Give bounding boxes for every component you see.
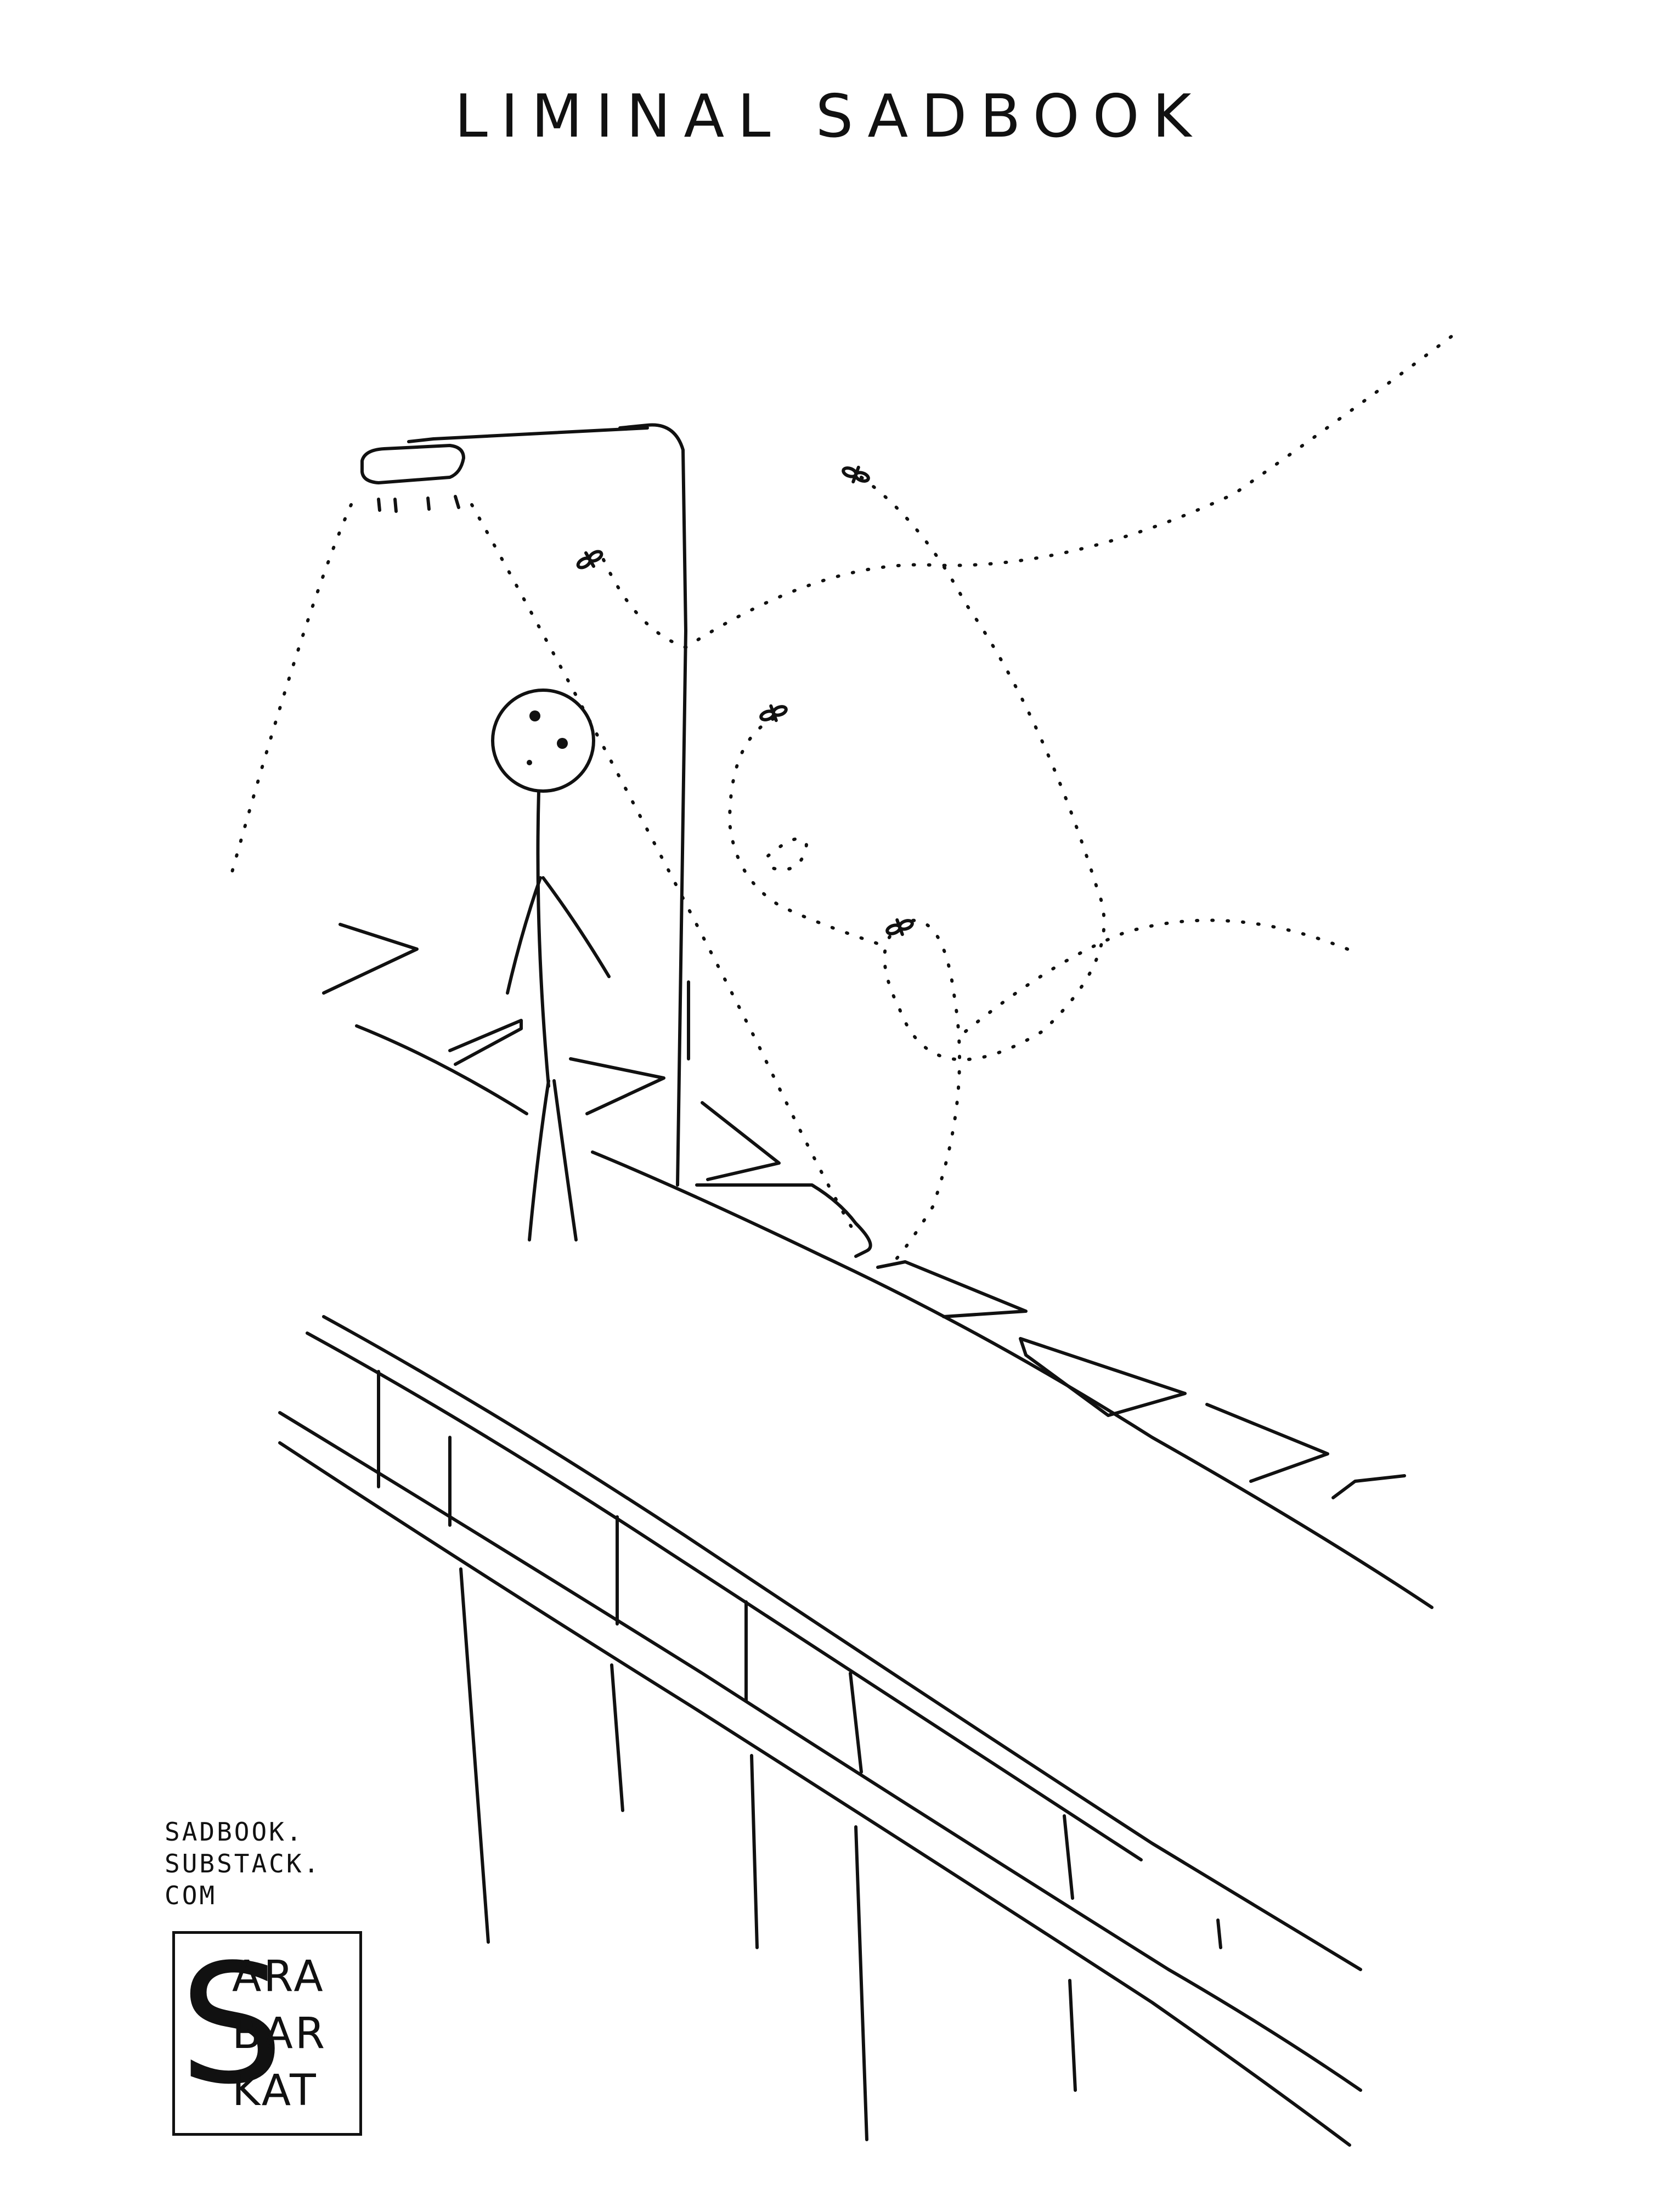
url-line: SADBOOK. xyxy=(165,1817,304,1847)
artist-signature-box: S ARA BAR KAT xyxy=(172,1931,362,2136)
figure-head xyxy=(491,689,595,793)
url-line: COM xyxy=(165,1881,217,1910)
moth-icon xyxy=(759,704,788,723)
moth-icon xyxy=(885,918,914,936)
sidewalk xyxy=(322,923,1434,1609)
signature-line: KAT xyxy=(232,2066,318,2115)
moth-icons xyxy=(576,465,914,936)
figure-leg-left xyxy=(528,1079,550,1242)
figure-leg-right xyxy=(552,1079,578,1242)
stick-figure xyxy=(491,689,611,1242)
signature-line: BAR xyxy=(232,2009,328,2058)
lamp-light-cone xyxy=(229,503,857,1236)
signature-name: ARA BAR KAT xyxy=(232,1948,327,2119)
source-url: SADBOOK. SUBSTACK. COM xyxy=(165,1816,494,1911)
signature-initial: S xyxy=(179,1929,284,2120)
url-line: SUBSTACK. xyxy=(165,1849,321,1878)
lamp-arm xyxy=(407,426,649,443)
figure-arm-left xyxy=(506,876,542,995)
comic-title: LIMINAL SADBOOK xyxy=(454,82,1205,151)
railing xyxy=(278,1315,1362,2147)
lamp-pole xyxy=(618,423,687,1187)
signature-line: ARA xyxy=(232,1952,325,2001)
figure-body xyxy=(536,789,550,1088)
moth-icon xyxy=(576,550,603,569)
street-lamp xyxy=(360,423,690,1187)
moth-icon xyxy=(842,465,870,484)
lamp-head xyxy=(360,444,465,484)
figure-arm-right xyxy=(541,876,611,978)
moth-flight-paths xyxy=(602,333,1455,1269)
